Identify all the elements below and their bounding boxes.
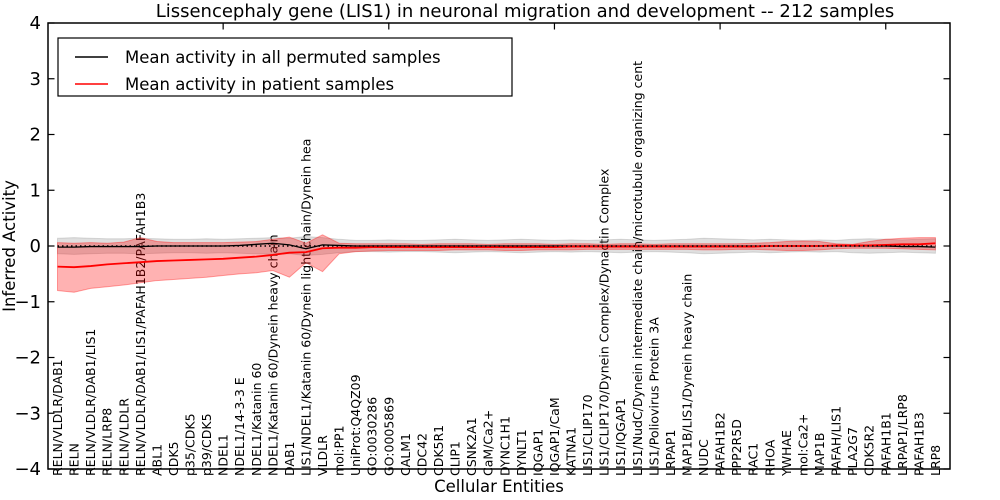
x-tick-label: CDC42 xyxy=(414,433,429,476)
patient-samples-range-band xyxy=(57,234,936,293)
x-tick-label: CaM/Ca2+ xyxy=(481,410,496,476)
x-tick-label: UniProt:Q4QZ09 xyxy=(348,374,363,476)
x-tick-label: LIS1/IQGAP1 xyxy=(613,398,628,476)
x-tick-label: PPP2R5D xyxy=(729,419,744,476)
x-tick-label: NUDC xyxy=(696,439,711,476)
x-tick-label: RELN/VLDLR xyxy=(116,398,131,476)
x-tick-label: NDEL1/Katanin 60 xyxy=(249,363,264,476)
x-tick-label: RAC1 xyxy=(746,443,761,476)
x-tick-label: RELN/LRP8 xyxy=(100,408,115,476)
x-tick-label: PLA2G7 xyxy=(845,427,860,476)
legend-label-permuted: Mean activity in all permuted samples xyxy=(125,48,441,67)
x-tick-label: GO:0005869 xyxy=(381,397,396,476)
patient-mean-line xyxy=(57,242,936,269)
x-tick-label: CDK5R1 xyxy=(431,425,446,476)
x-tick-label: LIS1/Poliovirus Protein 3A xyxy=(646,317,661,476)
x-tick-label: GO:0030286 xyxy=(365,397,380,476)
x-tick-label: RELN xyxy=(67,443,82,476)
y-tick-label: −3 xyxy=(14,403,41,424)
x-tick-label: CLIP1 xyxy=(448,441,463,476)
x-tick-label: PAFAH/LIS1 xyxy=(829,406,844,476)
x-tick-label: KATNA1 xyxy=(564,427,579,476)
x-tick-label: IQGAP1/CaM xyxy=(547,397,562,476)
x-tick-label: PAFAH1B2 xyxy=(713,412,728,476)
x-tick-label: mol:Ca2+ xyxy=(795,414,810,476)
y-tick-label: 3 xyxy=(30,69,41,90)
x-tick-label: LRP8 xyxy=(928,445,943,476)
x-tick-label: LRPAP1/LRP8 xyxy=(895,394,910,476)
y-tick-label: −1 xyxy=(14,292,41,313)
x-tick-label: DYNLT1 xyxy=(514,429,529,476)
x-tick-label: DAB1 xyxy=(282,442,297,477)
y-tick-label: 1 xyxy=(30,180,41,201)
x-tick-label: NDEL1/14-3-3 E xyxy=(232,377,247,476)
x-tick-label: CSNK2A1 xyxy=(464,417,479,476)
x-tick-label: MAP1B/LIS1/Dynein heavy chain xyxy=(679,274,694,476)
x-tick-label: mol:PP1 xyxy=(332,425,347,476)
x-tick-label: NDEL1/Katanin 60/Dynein heavy chain xyxy=(265,234,280,476)
axes-frame xyxy=(47,22,951,470)
x-tick-label: CDK5 xyxy=(166,441,181,476)
y-axis-label: Inferred Activity xyxy=(0,180,19,312)
legend-box xyxy=(57,37,513,97)
chart-title: Lissencephaly gene (LIS1) in neuronal mi… xyxy=(156,1,895,22)
x-tick-label: DYNC1H1 xyxy=(497,416,512,476)
x-tick-label: MAP1B xyxy=(812,433,827,476)
x-tick-label: RELN/VLDLR/DAB1 xyxy=(50,359,65,476)
x-tick-label: RHOA xyxy=(762,439,777,476)
x-tick-label: YWHAE xyxy=(779,430,794,477)
x-tick-label: LIS1/CLIP170/Dynein Complex/Dynactin Com… xyxy=(597,169,612,476)
y-tick-label: 0 xyxy=(30,236,41,257)
x-tick-label: IQGAP1 xyxy=(530,429,545,476)
x-tick-label: RELN/VLDLR/DAB1/LIS1/PAFAH1B2/PAFAH1B3 xyxy=(133,193,148,476)
x-tick-label: CALM1 xyxy=(398,433,413,476)
x-tick-label: PAFAH1B1 xyxy=(878,412,893,476)
x-tick-label: ABL1 xyxy=(149,444,164,476)
legend-label-patient: Mean activity in patient samples xyxy=(125,75,394,94)
x-tick-label: PAFAH1B3 xyxy=(911,412,926,476)
x-tick-label: LRPAP1 xyxy=(663,430,678,476)
x-axis-label: Cellular Entities xyxy=(434,477,564,496)
x-tick-label: RELN/VLDLR/DAB1/LIS1 xyxy=(83,329,98,476)
y-tick-label: 4 xyxy=(30,13,41,34)
x-tick-label: LIS1/CLIP170 xyxy=(580,394,595,476)
x-tick-label: NDEL1 xyxy=(216,434,231,476)
x-tick-label: p39/CDK5 xyxy=(199,413,214,476)
x-tick-label: p35/CDK5 xyxy=(183,413,198,476)
x-tick-label: LIS1/NDEL1/Katanin 60/Dynein light chain… xyxy=(298,139,313,476)
legend: Mean activity in all permuted samples Me… xyxy=(57,37,513,97)
y-tick-label: −2 xyxy=(14,348,41,369)
y-tick-label: 2 xyxy=(30,125,41,146)
x-tick-label: CDK5R2 xyxy=(862,425,877,476)
x-tick-label: VLDLR xyxy=(315,435,330,476)
x-tick-label: LIS1/NudC/Dynein intermediate chain/micr… xyxy=(630,61,645,476)
y-tick-label: −4 xyxy=(14,459,41,480)
